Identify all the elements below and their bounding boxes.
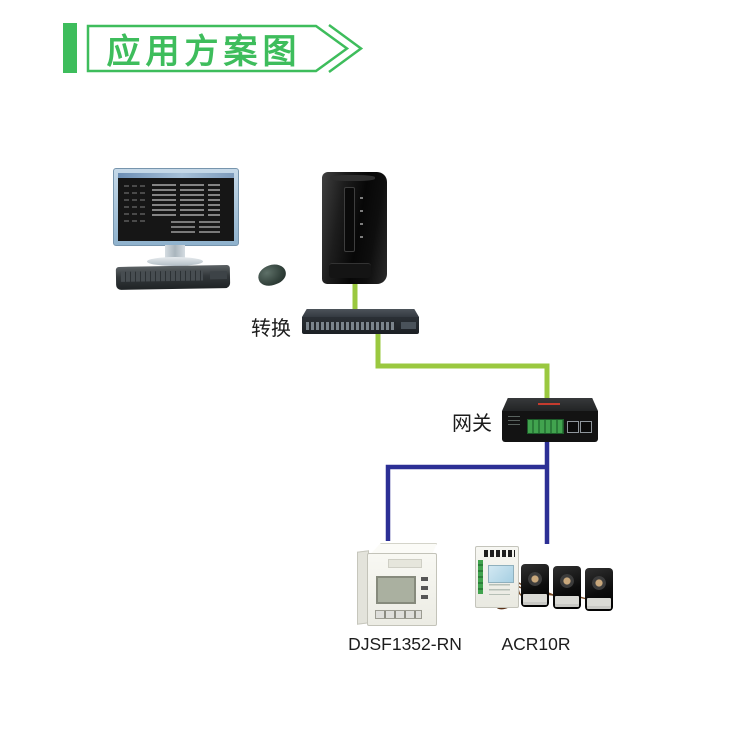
converter-label: 转换: [251, 318, 291, 340]
monitor-screen-data-table-lower: [171, 220, 221, 236]
switch-ports: [305, 321, 396, 330]
monitor-titlebar: [118, 173, 234, 178]
djsf-front-face: [367, 553, 437, 626]
switch-brand-block: [401, 322, 416, 329]
djsf-indicator-leds: [420, 577, 428, 599]
monitor-icon: [113, 168, 239, 246]
gateway-front-face: [502, 411, 598, 442]
header-banner: [63, 23, 364, 74]
acr10r-terminal-strip: [477, 560, 483, 594]
current-transformer-2-icon: [553, 566, 581, 609]
monitor-screen: [118, 173, 234, 241]
acr10r-meter-label: ACR10R: [501, 634, 571, 654]
current-transformer-3-icon: [585, 568, 613, 611]
server-tower-icon: [322, 172, 387, 284]
network-switch-icon: [302, 309, 419, 334]
current-transformer-1-icon: [521, 564, 549, 607]
djsf-nameplate: [388, 558, 422, 569]
page-title: 应用方案图: [106, 33, 302, 71]
djsf-buttons: [375, 610, 423, 619]
gateway-rj45-port-1: [566, 420, 579, 433]
djsf-meter-label: DJSF1352-RN: [348, 634, 462, 654]
switch-front-face: [302, 317, 419, 334]
gateway-silkscreen-text: [507, 415, 521, 428]
gateway-rj45-port-2: [580, 420, 593, 433]
server-bottom-panel: [328, 262, 372, 279]
gateway-terminal-block: [526, 419, 565, 435]
cable-switch-to-gateway: [375, 332, 550, 404]
monitor-screen-sidebar-text: [123, 185, 147, 223]
switch-top-face: [302, 309, 419, 317]
mouse-icon: [255, 261, 289, 289]
acr10r-meter-icon: [475, 546, 519, 608]
cable-gateway-to-djsf: [385, 464, 547, 541]
keyboard-icon: [115, 265, 231, 290]
header-chevron-icon: [328, 23, 364, 74]
acr10r-lcd-display: [487, 565, 515, 584]
server-top-vent: [329, 175, 376, 181]
acr10r-top-terminals: [483, 550, 515, 558]
djsf-lcd-display: [376, 576, 417, 605]
monitor-screen-data-table: [151, 183, 221, 220]
djsf1352-meter-icon: [357, 543, 438, 628]
gateway-label: 网关: [452, 413, 492, 435]
gateway-top-face: [502, 398, 598, 411]
gateway-device-icon: [502, 398, 598, 442]
acr10r-silkscreen-text: [488, 584, 510, 595]
header-accent-bar: [63, 23, 77, 73]
monitor-base: [147, 257, 203, 266]
header-outline-box: [86, 24, 350, 73]
monitor-stand: [165, 245, 185, 259]
